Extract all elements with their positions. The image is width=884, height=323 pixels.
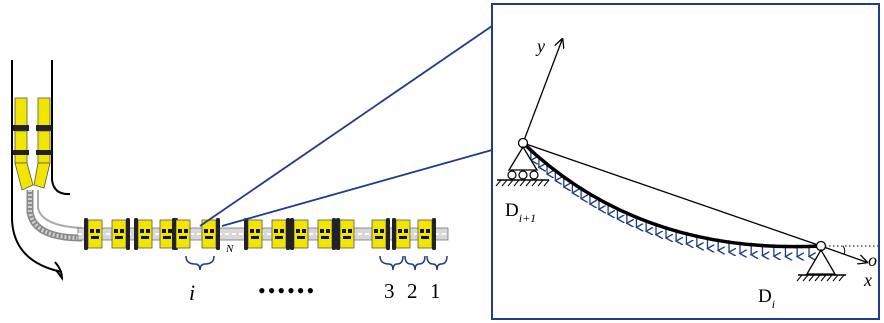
tool-module — [371, 218, 390, 250]
chord-line — [522, 142, 822, 247]
tool-module — [134, 218, 153, 250]
angle-arc — [842, 245, 846, 255]
bracket-i — [185, 255, 215, 271]
small-mark-label: N — [225, 243, 234, 255]
ellipsis-label: •••••• — [258, 278, 316, 303]
bracket-3 — [379, 255, 404, 271]
vertical-tool-assembly — [13, 97, 52, 191]
y-axis-arrow — [522, 40, 562, 144]
tool-modules — [84, 218, 436, 250]
x-axis-arrow — [820, 245, 866, 262]
casing-outer-wall — [11, 60, 63, 273]
node-bottom-label: Di — [758, 286, 775, 311]
zoom-line-bottom — [221, 149, 493, 227]
tool-module — [172, 218, 191, 250]
segment-i-label: i — [189, 280, 195, 305]
num-3-label: 3 — [384, 279, 395, 303]
zoom-line-top — [199, 25, 493, 227]
casing-inner-wall — [51, 60, 71, 196]
pin-support-bottom — [796, 240, 846, 282]
tool-module — [271, 218, 290, 250]
bracket-2 — [404, 255, 426, 271]
tool-module — [317, 218, 336, 250]
roller-support-top — [495, 137, 550, 187]
bracket-1 — [426, 255, 448, 271]
beam-model: y x o Di+1 Di — [495, 36, 878, 311]
num-1-label: 1 — [430, 279, 441, 303]
tool-module — [417, 218, 436, 250]
x-axis-label: x — [863, 270, 872, 290]
num-2-label: 2 — [407, 279, 418, 303]
tool-module — [392, 218, 411, 250]
wellbore-schematic: N i •••••• 3 2 1 — [11, 60, 449, 305]
tool-module — [336, 218, 355, 250]
tool-module — [111, 218, 130, 250]
deflected-beam — [521, 141, 822, 249]
tool-module — [84, 218, 103, 250]
node-top-label: Di+1 — [505, 200, 536, 225]
origin-label: o — [868, 250, 877, 270]
tool-module — [290, 218, 309, 250]
tool-module — [244, 218, 263, 250]
y-axis-label: y — [535, 36, 545, 56]
